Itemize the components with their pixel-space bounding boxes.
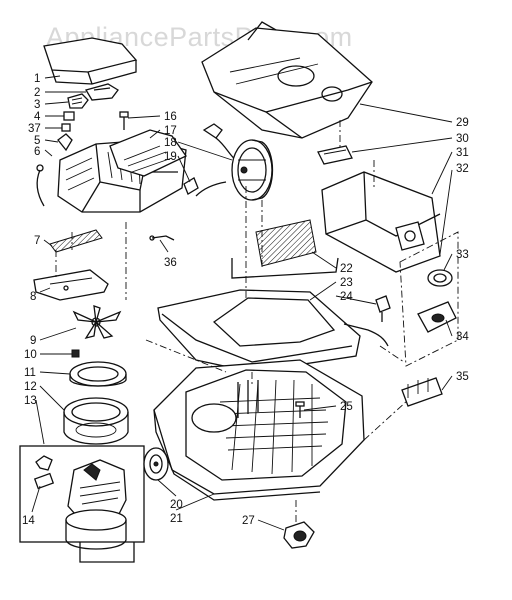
callout-27: 27	[242, 515, 255, 527]
callout-4: 4	[34, 111, 41, 123]
cord-exit-part	[343, 295, 391, 347]
fan-housing-part	[63, 397, 129, 445]
callout-12: 12	[24, 381, 37, 393]
small-clip-part	[61, 111, 75, 132]
callout-29: 29	[456, 117, 469, 129]
exhaust-filter-part	[255, 219, 317, 267]
bag-mount-box	[399, 231, 459, 367]
callout-33: 33	[456, 249, 469, 261]
callout-labels: 1 2 3 4 37 5 6 7 8 9 10 11 12 13 14 16 1…	[22, 73, 469, 527]
callout-32: 32	[456, 163, 469, 175]
screw-part	[119, 111, 129, 130]
callout-36: 36	[164, 257, 177, 269]
wheel-part	[143, 447, 169, 481]
switch-bracket-part	[85, 83, 119, 101]
callout-7: 7	[34, 235, 40, 247]
reel-spring-part	[183, 177, 199, 195]
leader-lines	[31, 75, 453, 531]
callout-20: 20	[170, 499, 183, 511]
lower-body-part	[153, 359, 365, 501]
collar-bracket-part	[417, 301, 457, 333]
assembly-guide-lines	[55, 120, 409, 524]
bag-frame-part	[157, 257, 361, 373]
callout-2: 2	[34, 87, 40, 99]
callout-24: 24	[340, 291, 353, 303]
callout-1: 1	[34, 73, 40, 85]
callout-22: 22	[340, 263, 353, 275]
callout-17: 17	[164, 125, 177, 137]
callout-23: 23	[340, 277, 353, 289]
callout-5: 5	[34, 135, 40, 147]
top-lid-part	[201, 21, 373, 139]
dust-bag-part	[321, 171, 441, 273]
callout-35: 35	[456, 371, 469, 383]
callout-8: 8	[30, 291, 36, 303]
nut-part	[71, 349, 80, 358]
motor-assembly-box	[19, 445, 145, 563]
callout-9: 9	[30, 335, 36, 347]
callout-11: 11	[24, 367, 36, 379]
callout-31: 31	[456, 147, 469, 159]
callout-37: 37	[28, 123, 41, 135]
base-plate-part	[33, 269, 109, 301]
callout-25: 25	[340, 401, 353, 413]
bag-holder-clip-part	[317, 145, 353, 165]
swivel-caster-part	[283, 521, 315, 549]
callout-3: 3	[34, 99, 40, 111]
latch-bracket-part	[401, 377, 443, 407]
switch-button-part	[67, 93, 89, 109]
callout-30: 30	[456, 133, 469, 145]
cord-clip-part	[36, 133, 73, 207]
callout-21: 21	[170, 513, 183, 525]
rear-cover-part	[109, 129, 187, 177]
callout-18: 18	[164, 137, 177, 149]
callout-34: 34	[456, 331, 469, 343]
gasket-ring-part	[69, 361, 127, 387]
cord-plug-part	[195, 123, 237, 197]
callout-13: 13	[24, 395, 37, 407]
wire-harness-part	[149, 235, 175, 241]
callout-19: 19	[164, 151, 177, 163]
motor-part	[65, 459, 127, 550]
hood-cover-part	[43, 37, 138, 85]
fan-part	[72, 305, 122, 340]
cord-reel-part	[231, 139, 274, 201]
callout-6: 6	[34, 146, 40, 158]
screw-25-part	[295, 401, 305, 418]
motor-brush-part	[33, 455, 55, 490]
callout-10: 10	[24, 349, 37, 361]
callout-14: 14	[22, 515, 35, 527]
filter-pad-part	[49, 229, 103, 253]
bag-collar-part	[427, 269, 453, 287]
callout-16: 16	[164, 111, 177, 123]
